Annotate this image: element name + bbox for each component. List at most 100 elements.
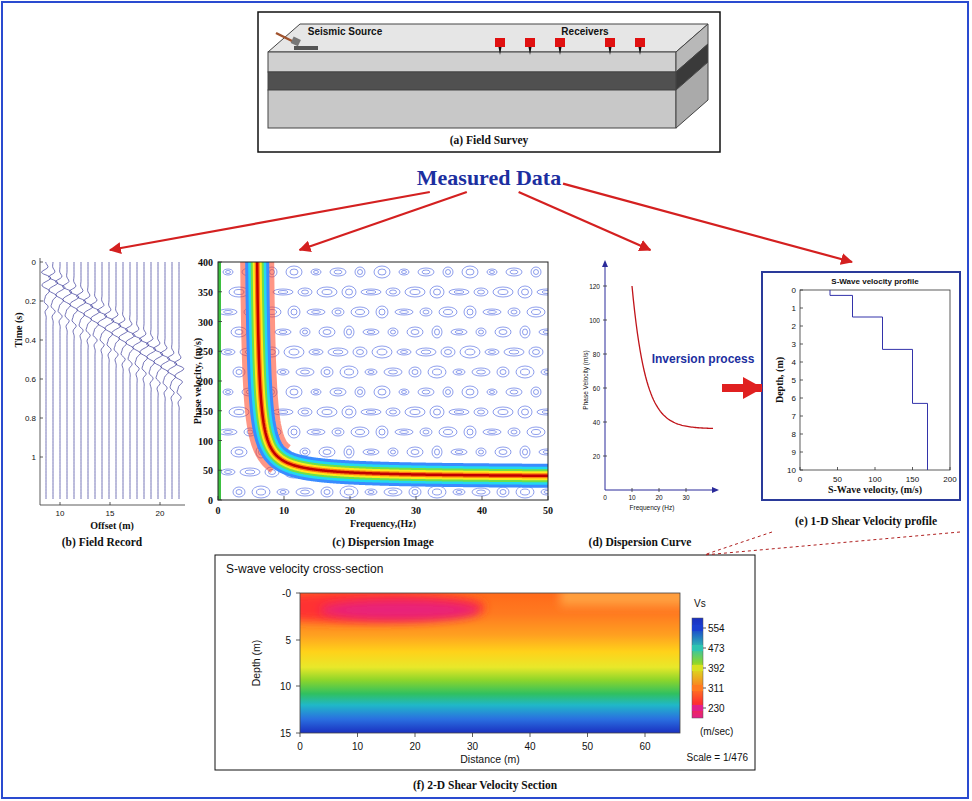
contour-line — [444, 430, 453, 435]
tick-mark — [40, 262, 43, 263]
velocity-profile-panel: S-Wave velocity profile012345678910Depth… — [762, 262, 962, 532]
contour-line — [347, 449, 352, 455]
axis-label: Offset (m) — [90, 520, 134, 531]
seismic-trace — [140, 262, 149, 499]
contour-line — [435, 449, 440, 455]
contour-line — [356, 310, 365, 315]
energy-band — [256, 262, 547, 476]
contour-line — [378, 269, 386, 275]
contour-line — [460, 346, 480, 358]
contour-line — [527, 307, 545, 317]
contour-line — [439, 307, 457, 317]
contour-line — [366, 291, 376, 294]
contour-line — [409, 487, 421, 497]
tick-label: 200 — [943, 475, 956, 484]
contour-line — [465, 349, 475, 355]
contour-line — [223, 269, 233, 275]
contour-line — [291, 429, 297, 435]
axis-label: Depth (m) — [250, 640, 262, 687]
receiver — [495, 38, 505, 47]
contour-line — [418, 268, 434, 276]
tick-mark — [950, 467, 951, 470]
contour-line — [532, 430, 541, 435]
contour-line — [541, 489, 548, 495]
zoom-leader-line — [704, 532, 960, 555]
tick-label: 50 — [203, 465, 213, 476]
tick-label: 0 — [32, 258, 36, 267]
contour-line — [391, 330, 396, 334]
tick-label: 80 — [593, 351, 600, 358]
contour-line — [340, 486, 358, 498]
contour-line — [333, 350, 343, 354]
contour-line — [490, 391, 495, 394]
seismic-trace — [70, 262, 79, 499]
axis-arrow — [602, 260, 608, 267]
tick-label: 40 — [477, 505, 487, 516]
seismic-trace — [167, 262, 176, 499]
seismic-trace — [83, 262, 92, 499]
tick-mark — [482, 496, 483, 500]
contour-line — [317, 407, 337, 417]
tick-label: -0 — [282, 588, 291, 599]
axis-arrow — [712, 487, 719, 493]
contour-line — [319, 327, 335, 337]
contour-line — [344, 326, 354, 338]
contour-line — [520, 326, 530, 338]
energy-band — [256, 262, 547, 476]
contour-line — [467, 309, 473, 315]
contour-line — [407, 447, 423, 457]
contour-line — [504, 348, 524, 356]
contour-line — [434, 409, 441, 415]
contour-line — [423, 430, 429, 434]
tick-mark — [603, 422, 607, 423]
energy-band — [256, 262, 547, 476]
heading-node: Measured Data — [415, 164, 563, 192]
tick-mark — [218, 440, 222, 441]
contour-line — [309, 349, 323, 355]
contour-line — [395, 429, 413, 435]
tick-label: 0 — [603, 494, 607, 501]
velocity-zone — [560, 593, 680, 606]
contour-line — [543, 451, 548, 454]
tick-mark — [530, 733, 531, 737]
contour-line — [455, 331, 463, 334]
contour-line — [286, 266, 302, 278]
contour-line — [279, 331, 287, 334]
tick-label: 6 — [792, 394, 796, 403]
contour-line — [510, 390, 518, 394]
contour-line — [430, 286, 444, 298]
contour-line — [334, 390, 342, 394]
colorbar — [692, 618, 703, 718]
axis-label: Depth, (m) — [774, 357, 785, 403]
tick-mark — [603, 286, 607, 287]
seismic-trace — [41, 262, 50, 499]
receiver-spike — [529, 47, 532, 55]
contour-line — [537, 409, 548, 415]
contour-line — [302, 290, 309, 294]
seismic-trace — [160, 262, 169, 499]
tick-mark — [300, 733, 301, 737]
tick-label: 10 — [56, 509, 65, 518]
contour-line — [454, 411, 464, 414]
contour-line — [432, 326, 442, 338]
contour-line — [379, 429, 385, 435]
edge-label: Inversion process — [652, 352, 755, 366]
seismic-trace — [153, 262, 162, 499]
tick-label: 0.2 — [25, 297, 36, 306]
tick-label: 20 — [655, 494, 662, 501]
contour-line — [257, 489, 266, 495]
tick-mark — [703, 628, 706, 629]
contour-line — [344, 446, 354, 458]
seismic-trace — [175, 262, 184, 499]
contour-line — [411, 450, 419, 455]
tick-label: 100 — [198, 435, 213, 446]
tick-label: 150 — [906, 475, 919, 484]
contour-line — [483, 429, 501, 435]
contour-line — [363, 329, 379, 335]
tick-label: (m/sec) — [700, 726, 733, 737]
tick-mark — [800, 362, 803, 363]
contour-line — [409, 367, 421, 377]
contour-line — [324, 370, 330, 375]
contour-line — [430, 406, 444, 418]
tick-mark — [659, 488, 660, 492]
